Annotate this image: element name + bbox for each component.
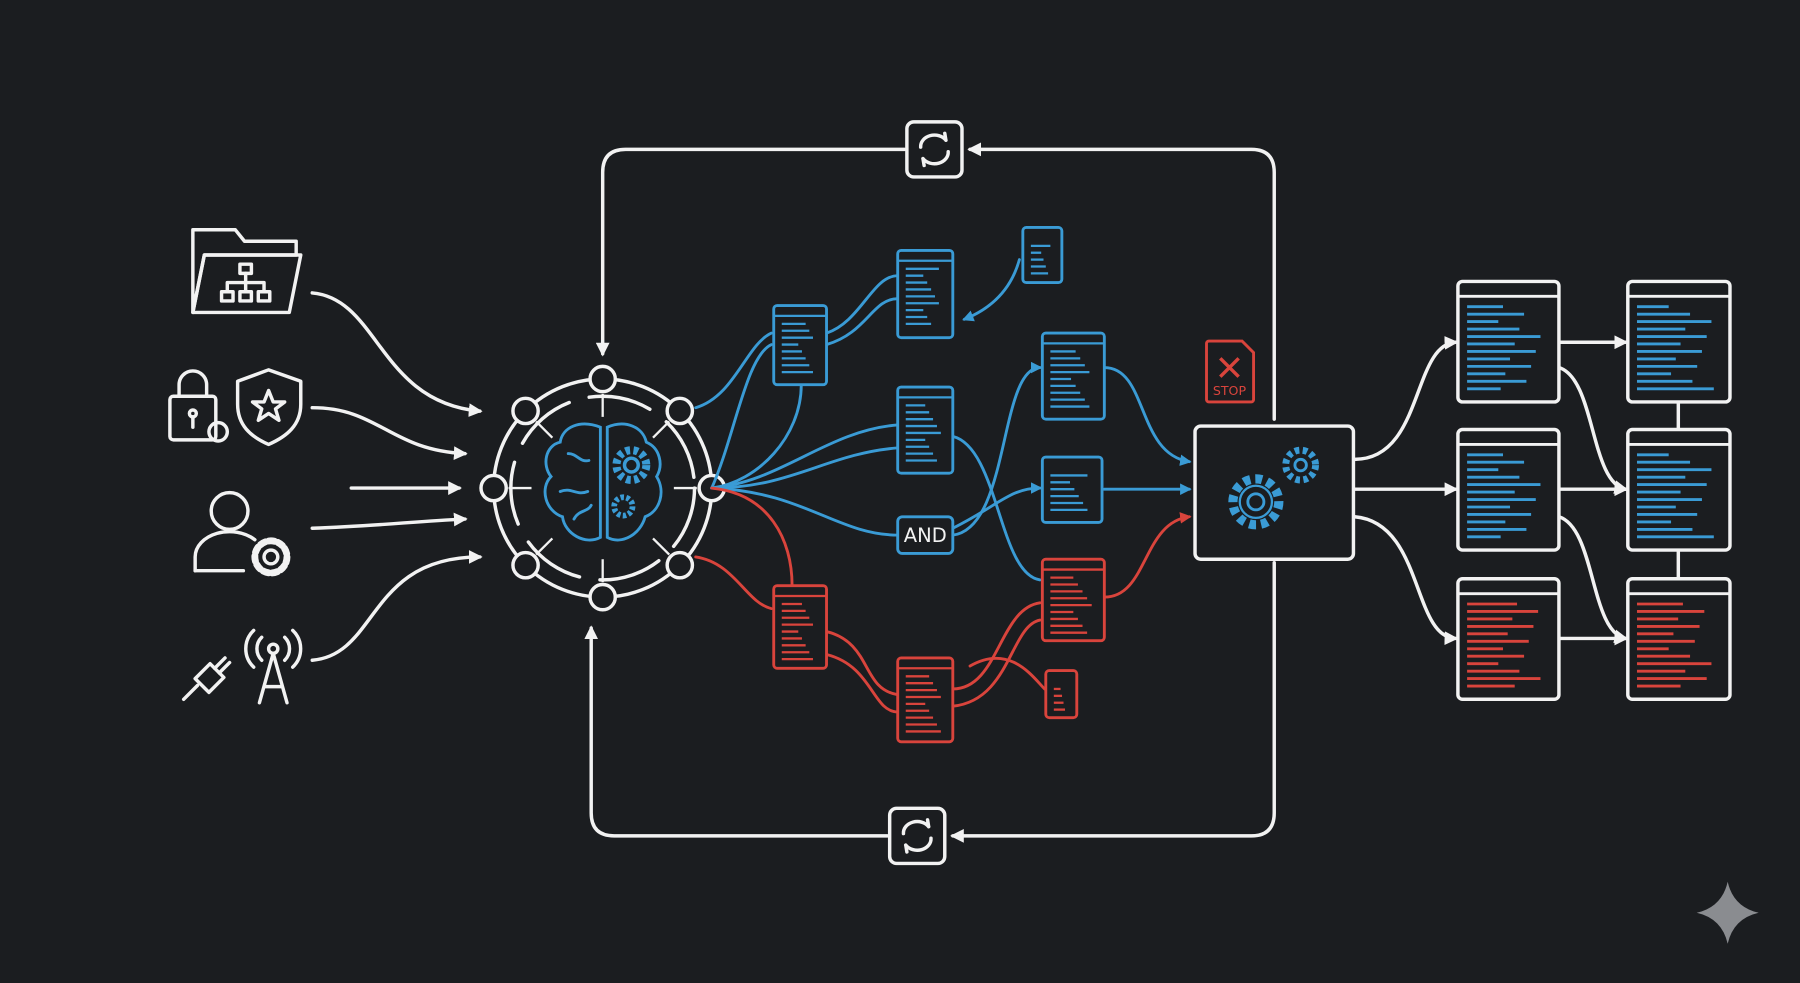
- gears-icon: [1228, 446, 1320, 530]
- sparkle-icon: [1696, 881, 1759, 944]
- and-gate: AND: [896, 515, 955, 555]
- output-connectors: [1352, 335, 1681, 646]
- hub-node: [588, 364, 618, 394]
- user-gear-icon: [193, 490, 291, 577]
- document-card: [1021, 226, 1064, 285]
- hub-node: [588, 582, 618, 612]
- error-document-card: [1044, 669, 1079, 720]
- document-card: [772, 304, 828, 387]
- agent-hub: [479, 364, 727, 612]
- antenna-icon: [244, 628, 303, 705]
- error-output-window: [1456, 577, 1561, 702]
- error-document-card: [772, 584, 828, 670]
- hub-node: [665, 550, 695, 580]
- refresh-icon[interactable]: [887, 806, 947, 866]
- lock-icon: [168, 369, 230, 443]
- document-card: [1040, 331, 1106, 421]
- document-card: [896, 248, 955, 340]
- refresh-icon[interactable]: [905, 120, 964, 179]
- output-window: [1456, 279, 1561, 404]
- execution-engine: [1193, 424, 1356, 561]
- output-window: [1626, 427, 1732, 552]
- hub-ray: [535, 537, 554, 556]
- stop-label: STOP: [1213, 383, 1247, 398]
- plug-icon: [181, 656, 232, 702]
- and-label: AND: [904, 524, 947, 547]
- document-card: [896, 385, 955, 475]
- hub-ray: [535, 420, 554, 439]
- bottom-feedback-loop: [584, 560, 1276, 843]
- stop-document-icon: STOP: [1205, 339, 1256, 404]
- hub-node: [511, 550, 540, 580]
- error-document-card: [896, 656, 955, 744]
- error-output-window: [1626, 577, 1732, 702]
- blue-flow-lines: [694, 258, 1192, 582]
- brain-gear-icon: [543, 422, 663, 542]
- error-document-card: [1040, 557, 1106, 643]
- hub-node: [511, 396, 540, 426]
- output-window: [1626, 279, 1732, 404]
- shield-star-icon: [235, 368, 303, 447]
- top-feedback-loop: [595, 142, 1276, 421]
- hub-node: [479, 473, 508, 503]
- hub-node: [665, 396, 695, 426]
- hub-ray: [652, 420, 671, 439]
- document-card: [1040, 455, 1104, 524]
- red-flow-lines: [694, 486, 1192, 714]
- input-arrows: [310, 291, 483, 662]
- folder-hierarchy-icon: [191, 228, 303, 315]
- hub-ray: [652, 537, 671, 556]
- output-window: [1456, 427, 1561, 552]
